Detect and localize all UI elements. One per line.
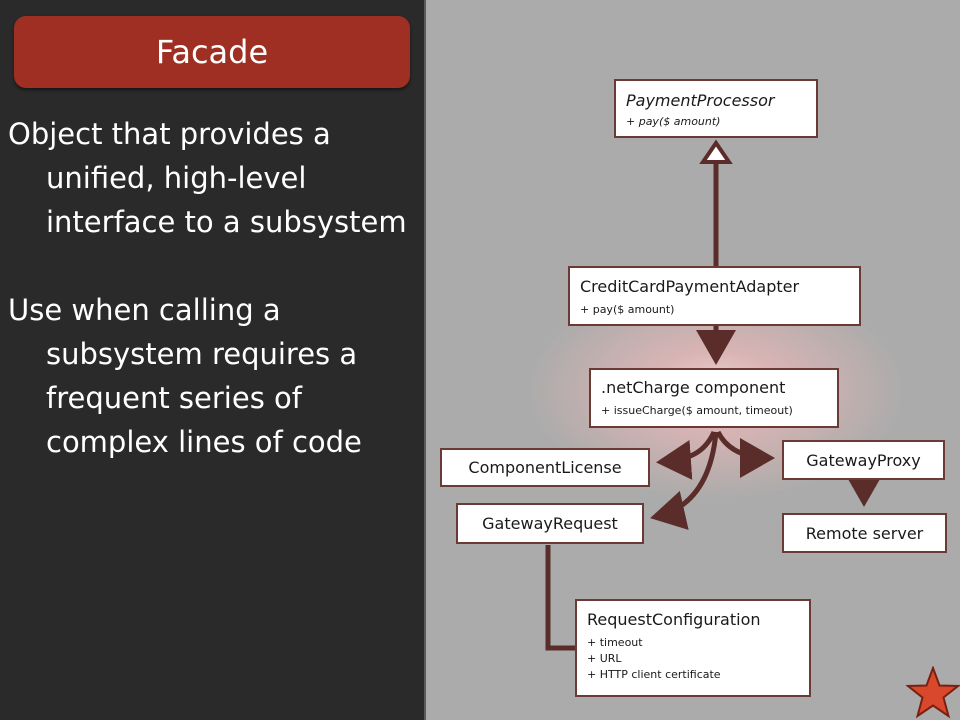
adapter-method: + pay($ amount) <box>580 303 675 316</box>
request-to-config-line <box>545 545 576 651</box>
slide-body: Object that provides a unified, high-lev… <box>8 112 418 508</box>
paragraph-definition: Object that provides a unified, high-lev… <box>8 117 407 239</box>
netcharge-method: + issueCharge($ amount, timeout) <box>601 404 793 417</box>
netcharge-name: .netCharge component <box>601 378 786 397</box>
gateway-request-box: GatewayRequest <box>456 503 644 544</box>
netcharge-box: .netCharge component + issueCharge($ amo… <box>589 368 839 428</box>
left-panel: Facade Object that provides a unified, h… <box>0 0 424 720</box>
payment-processor-method: + pay($ amount) <box>626 115 721 128</box>
paragraph-usage: Use when calling a subsystem requires a … <box>8 293 362 459</box>
slide-title: Facade <box>14 16 410 88</box>
component-license-box: ComponentLicense <box>440 448 650 487</box>
generalization-arrowhead <box>699 139 733 164</box>
payment-processor-name: PaymentProcessor <box>626 91 775 110</box>
request-config-field-certificate: + HTTP client certificate <box>587 668 721 681</box>
netcharge-to-license-arrow <box>656 430 717 480</box>
payment-processor-box: PaymentProcessor + pay($ amount) <box>614 79 818 138</box>
request-config-name: RequestConfiguration <box>587 610 761 629</box>
request-config-field-url: + URL <box>587 652 622 665</box>
adapter-name: CreditCardPaymentAdapter <box>580 277 800 296</box>
netcharge-to-proxy-arrow <box>715 430 775 478</box>
panel-divider <box>424 0 426 720</box>
adapter-box: CreditCardPaymentAdapter + pay($ amount) <box>568 266 861 326</box>
netcharge-to-request-arrow <box>650 431 719 530</box>
request-config-box: RequestConfiguration + timeout + URL + H… <box>575 599 811 697</box>
gateway-proxy-box: GatewayProxy <box>782 440 945 480</box>
star-icon[interactable] <box>906 666 960 720</box>
request-config-field-timeout: + timeout <box>587 636 643 649</box>
remote-server-box: Remote server <box>782 513 947 553</box>
